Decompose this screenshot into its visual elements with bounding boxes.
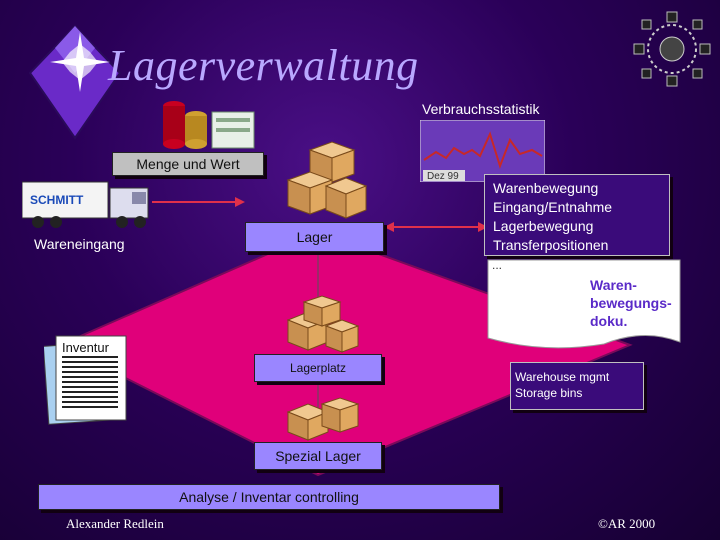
- warenbewegung-line-2: Eingang/Entnahme: [493, 199, 613, 215]
- truck-text: SCHMITT: [30, 193, 84, 207]
- analyse-label: Analyse / Inventar controlling: [179, 489, 359, 505]
- lager-label: Lager: [296, 229, 333, 245]
- warenbewegung-line-3: Lagerbewegung: [493, 218, 594, 234]
- dots-text: ...: [492, 258, 503, 272]
- wareneingang-label: Wareneingang: [34, 236, 125, 252]
- page-title: Lagerverwaltung: [108, 41, 419, 90]
- lagerplatz-box: Lagerplatz: [254, 354, 382, 382]
- warehouse-box: Warehouse mgmt Storage bins: [510, 362, 644, 410]
- menge-und-wert-box: Menge und Wert: [112, 152, 264, 176]
- doc-line-2: bewegungs-: [590, 295, 672, 311]
- lagerplatz-boxes-icon: [286, 295, 360, 353]
- warehouse-line-2: Storage bins: [515, 386, 583, 400]
- footer-copyright: ©AR 2000: [598, 516, 656, 531]
- menge-und-wert-label: Menge und Wert: [136, 156, 240, 172]
- inventur-label: Inventur: [60, 340, 111, 355]
- spezial-lager-box: Spezial Lager: [254, 442, 382, 470]
- consumption-chart: Dez 99: [420, 120, 545, 182]
- warenbewegung-line-4: Transferpositionen: [493, 237, 609, 253]
- inventur-document-icon: [44, 335, 127, 425]
- document-page-icon: [487, 259, 681, 349]
- chart-label: Dez 99: [427, 171, 459, 182]
- lager-box: Lager: [245, 222, 384, 252]
- money-coins-icon: [163, 101, 255, 149]
- analyse-bar: Analyse / Inventar controlling: [38, 484, 500, 510]
- lagerplatz-label: Lagerplatz: [289, 361, 347, 375]
- gear-seal-icon: [633, 11, 711, 87]
- doc-line-1: Waren-: [590, 277, 637, 293]
- doc-label: Waren- bewegungs- doku.: [590, 276, 672, 330]
- verbrauchsstatistik-label: Verbrauchsstatistik: [422, 101, 540, 117]
- warenbewegung-line-1: Warenbewegung: [493, 180, 599, 196]
- warenbewegung-box: Warenbewegung Eingang/Entnahme Lagerbewe…: [484, 174, 670, 256]
- spezial-lager-label: Spezial Lager: [275, 448, 361, 464]
- lager-boxes-icon: [286, 141, 368, 219]
- sparkle-diamond-icon: [28, 24, 122, 140]
- doc-line-3: doku.: [590, 313, 628, 329]
- truck-icon: SCHMITT: [22, 181, 149, 228]
- spezial-lager-boxes-icon: [286, 397, 360, 441]
- footer-author: Alexander Redlein: [66, 516, 164, 531]
- warehouse-line-1: Warehouse mgmt: [515, 370, 610, 384]
